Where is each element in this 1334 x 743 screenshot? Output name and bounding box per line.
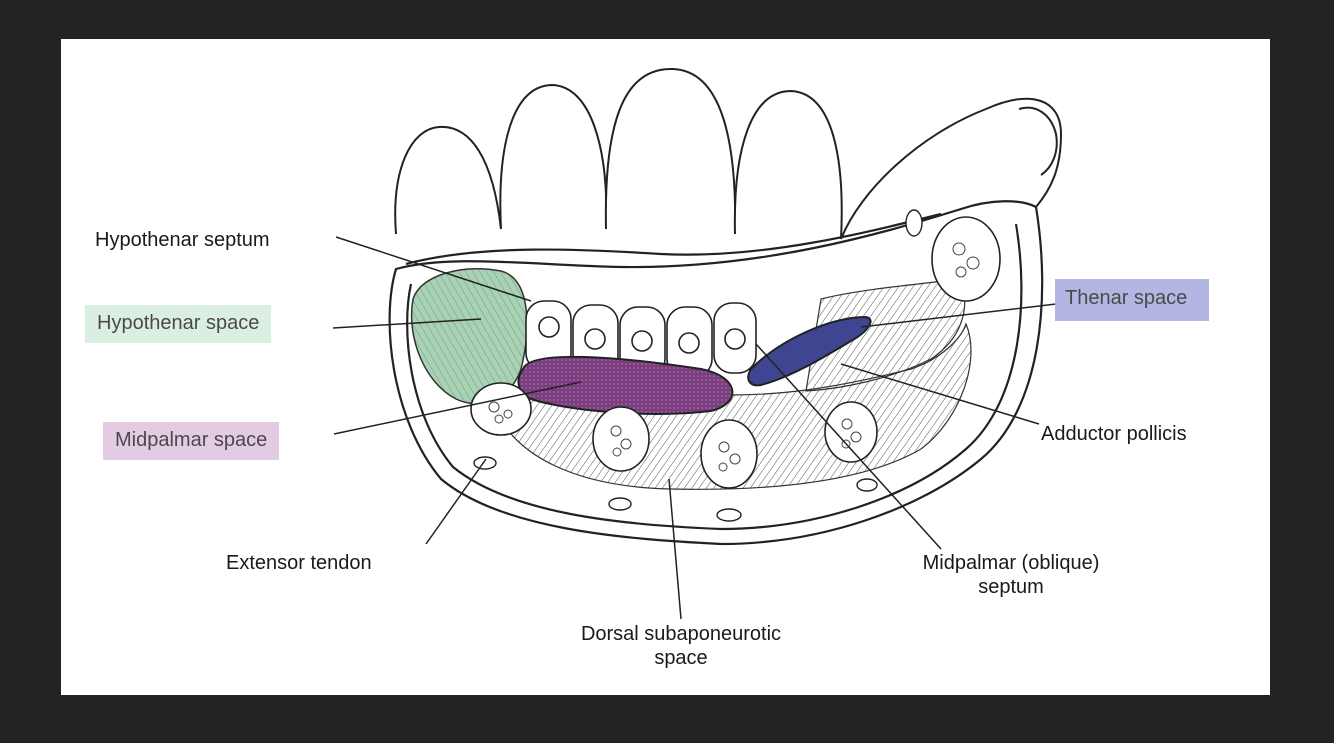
label-septum-line2: septum <box>978 575 1044 598</box>
label-dorsal-line1: Dorsal subaponeurotic <box>580 623 782 645</box>
label-extensor-tendon: Extensor tendon <box>226 552 372 574</box>
label-septum-line1: Midpalmar (oblique) <box>922 552 1100 574</box>
label-midpalmar-septum: Midpalmar (oblique) septum <box>891 552 1131 599</box>
label-midpalmar-space: Midpalmar space <box>103 422 280 460</box>
illustration-canvas: Hypothenar septum Hypothenar space Midpa… <box>61 39 1270 695</box>
label-thenar-space: Thenar space <box>1055 279 1210 321</box>
metacarpal-bones <box>470 216 1001 489</box>
label-hypothenar-space: Hypothenar space <box>85 305 272 343</box>
leader-lines <box>332 236 1057 620</box>
label-dorsal-subaponeurotic-space: Dorsal subaponeurotic space <box>531 623 831 670</box>
label-hypothenar-septum: Hypothenar septum <box>95 229 270 251</box>
label-adductor-pollicis: Adductor pollicis <box>1041 423 1187 445</box>
midpalmar-space-shape <box>517 355 734 415</box>
hand-cross-section-illustration <box>332 67 1063 620</box>
label-dorsal-line2: space <box>654 646 708 669</box>
extensor-tendons <box>473 209 923 522</box>
hypothenar-muscle <box>410 268 528 405</box>
